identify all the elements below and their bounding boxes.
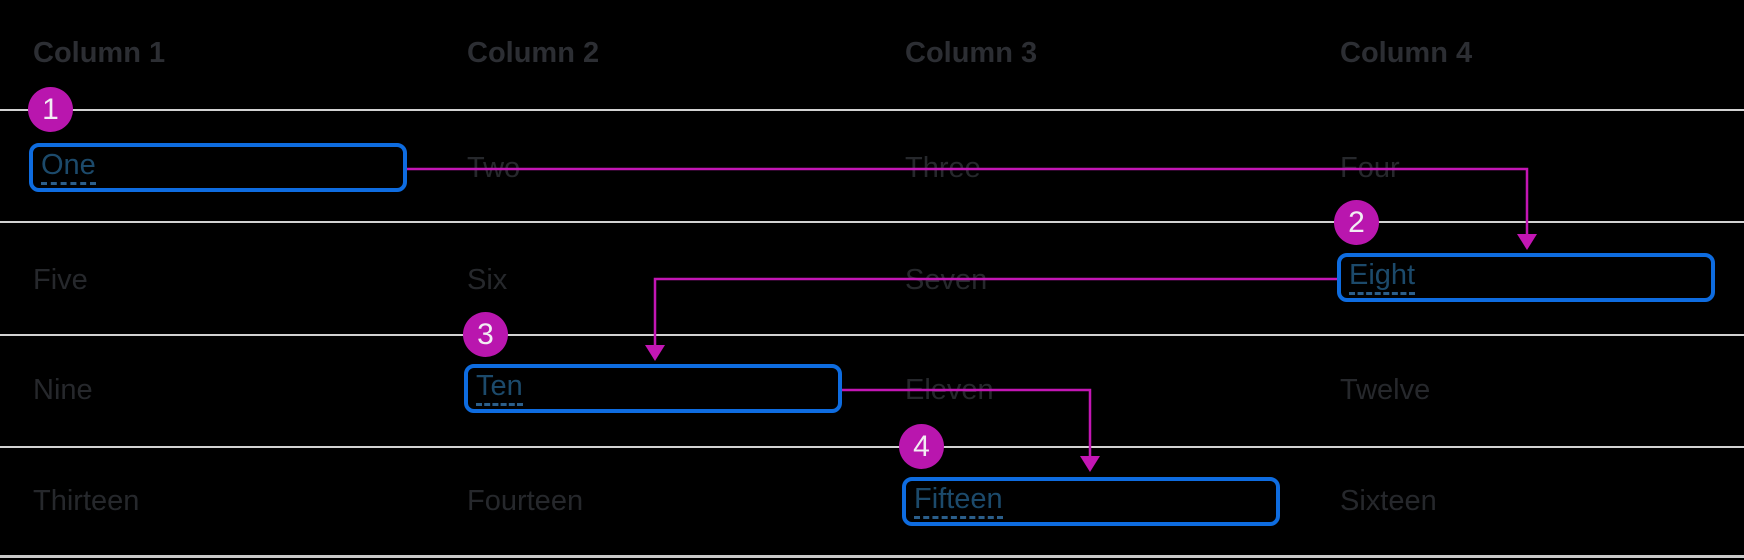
table-cell: Nine [33, 374, 93, 406]
row-divider [0, 446, 1744, 448]
table-cell: Five [33, 264, 88, 296]
table-cell: Three [905, 152, 981, 184]
column-header-1: Column 1 [33, 37, 166, 69]
table-cell: Twelve [1340, 374, 1431, 406]
table-cell: Four [1340, 152, 1400, 184]
column-header-3: Column 3 [905, 37, 1038, 69]
table-cell: Sixteen [1340, 485, 1437, 517]
step-badge-3: 3 [463, 312, 508, 357]
step-badge-4: 4 [899, 424, 944, 469]
cell-link[interactable]: Fifteen [914, 484, 1003, 519]
focused-cell-fifteen[interactable]: Fifteen [902, 477, 1280, 526]
row-divider [0, 334, 1744, 336]
connector-line-2-to-3 [653, 277, 1337, 347]
step-badge-2: 2 [1334, 200, 1379, 245]
row-divider [0, 221, 1744, 223]
focused-cell-one[interactable]: One [29, 143, 407, 192]
arrowhead-icon [645, 345, 665, 361]
focused-cell-ten[interactable]: Ten [464, 364, 842, 413]
focused-cell-eight[interactable]: Eight [1337, 253, 1715, 302]
column-header-4: Column 4 [1340, 37, 1473, 69]
table-cell: Eleven [905, 374, 994, 406]
cell-link[interactable]: One [41, 150, 96, 185]
table-cell: Seven [905, 264, 988, 296]
cell-link[interactable]: Eight [1349, 260, 1416, 295]
table-cell: Fourteen [467, 485, 584, 517]
table-cell: Thirteen [33, 485, 140, 517]
table-cell: Two [467, 152, 521, 184]
table-bottom-border [0, 555, 1744, 558]
step-badge-1: 1 [28, 87, 73, 132]
table-cell: Six [467, 264, 508, 296]
arrowhead-icon [1080, 456, 1100, 472]
row-divider [0, 109, 1744, 111]
cell-link[interactable]: Ten [476, 371, 523, 406]
column-header-2: Column 2 [467, 37, 600, 69]
arrowhead-icon [1517, 234, 1537, 250]
